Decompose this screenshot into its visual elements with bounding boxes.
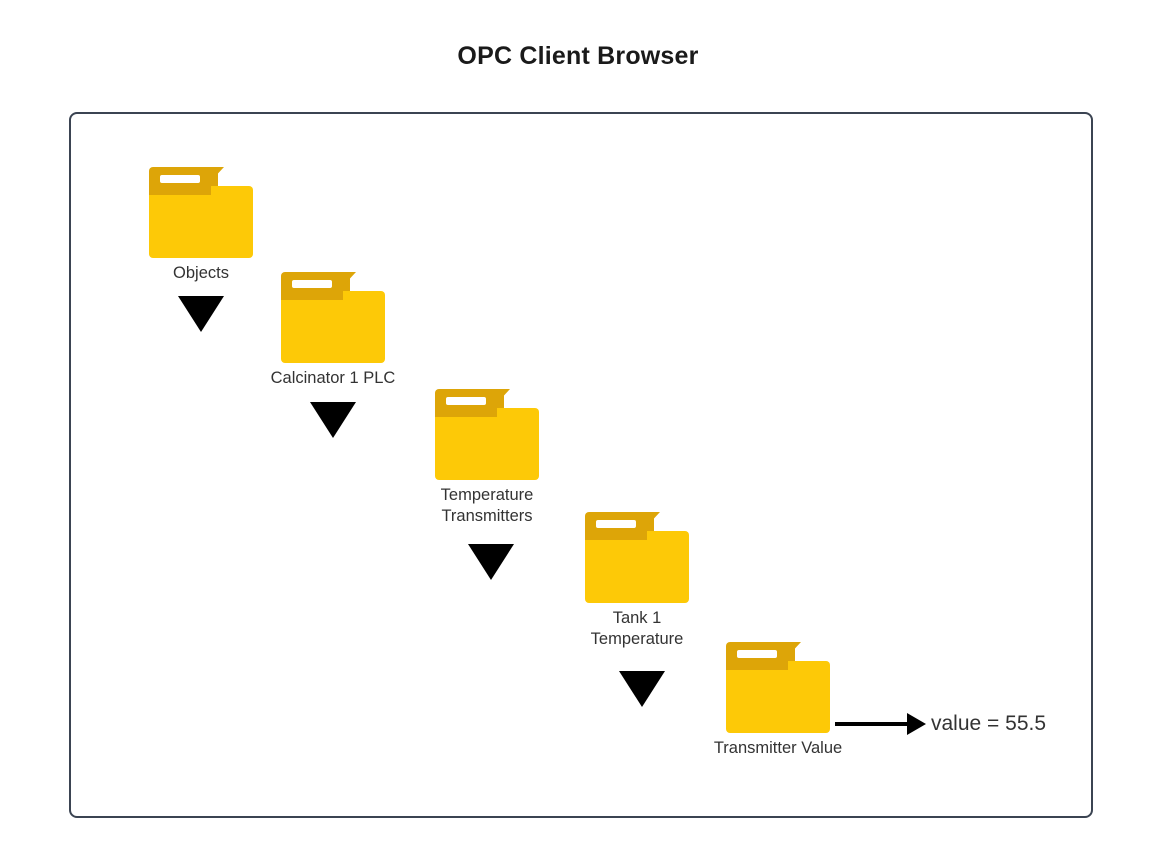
folder-slot: [596, 520, 636, 528]
folder-body: [585, 531, 689, 603]
folder-tab-overlap: [281, 291, 343, 300]
flow-arrow-down-4: [619, 671, 665, 707]
flow-arrow-down-3: [468, 544, 514, 580]
node-calcinator-1-plc[interactable]: Calcinator 1 PLC: [271, 272, 413, 389]
folder-tab-overlap: [435, 408, 497, 417]
folder-slot: [446, 397, 486, 405]
folder-icon: [281, 272, 385, 363]
value-arrow-head: [907, 713, 926, 735]
node-transmitter-value[interactable]: Transmitter Value: [714, 642, 858, 759]
page-title: OPC Client Browser: [457, 42, 699, 70]
node-tank-1-temperature[interactable]: Tank 1 Temperature: [585, 512, 717, 650]
node-label: Calcinator 1 PLC: [270, 369, 396, 387]
flow-arrow-down-1: [178, 296, 224, 332]
folder-icon: [726, 642, 830, 733]
folder-tab-overlap: [726, 661, 788, 670]
folder-slot: [160, 175, 200, 183]
node-temperature-transmitters[interactable]: Temperature Transmitters: [435, 389, 567, 527]
value-arrow-line: [835, 722, 909, 726]
flow-arrow-down-2: [310, 402, 356, 438]
node-objects[interactable]: Objects: [149, 167, 281, 284]
folder-icon: [149, 167, 253, 258]
folder-slot: [737, 650, 777, 658]
folder-body: [726, 661, 830, 733]
folder-icon: [585, 512, 689, 603]
node-label: Temperature Transmitters: [440, 486, 534, 525]
folder-body: [281, 291, 385, 363]
node-label: Transmitter Value: [713, 739, 843, 757]
folder-body: [149, 186, 253, 258]
value-annotation: value = 55.5: [931, 712, 1047, 735]
folder-icon: [435, 389, 539, 480]
folder-body: [435, 408, 539, 480]
folder-tab-overlap: [149, 186, 211, 195]
folder-slot: [292, 280, 332, 288]
folder-tab-overlap: [585, 531, 647, 540]
diagram-canvas: Objects Calcinator 1 PLC Temperature Tra…: [69, 112, 1093, 818]
node-label: Objects: [173, 264, 229, 282]
node-label: Tank 1 Temperature: [590, 609, 684, 648]
